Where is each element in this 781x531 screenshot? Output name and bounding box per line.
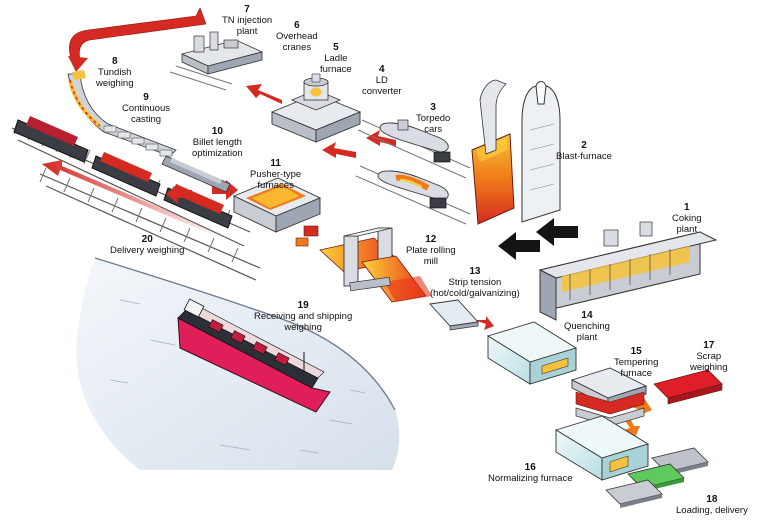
- torpedo-cars: [355, 119, 471, 225]
- loading-delivery-plates: [605, 447, 709, 508]
- pusher-furnaces: [232, 177, 322, 247]
- normalizing-furnace: [554, 415, 650, 481]
- scrap-weighing: [653, 369, 723, 405]
- strip-plate: [429, 299, 479, 331]
- quenching-plant: [486, 321, 578, 385]
- blast-furnace: [471, 79, 561, 225]
- tn-injection-plant: [169, 31, 264, 91]
- tempering-furnace: [570, 367, 648, 427]
- cargo-ship: [177, 298, 331, 413]
- coking-plant: [538, 221, 718, 321]
- continuous-casting-line: [67, 70, 231, 193]
- ladle-furnace: [270, 73, 362, 143]
- plate-rolling-mill: [319, 227, 432, 303]
- feed-arrows: [498, 218, 578, 260]
